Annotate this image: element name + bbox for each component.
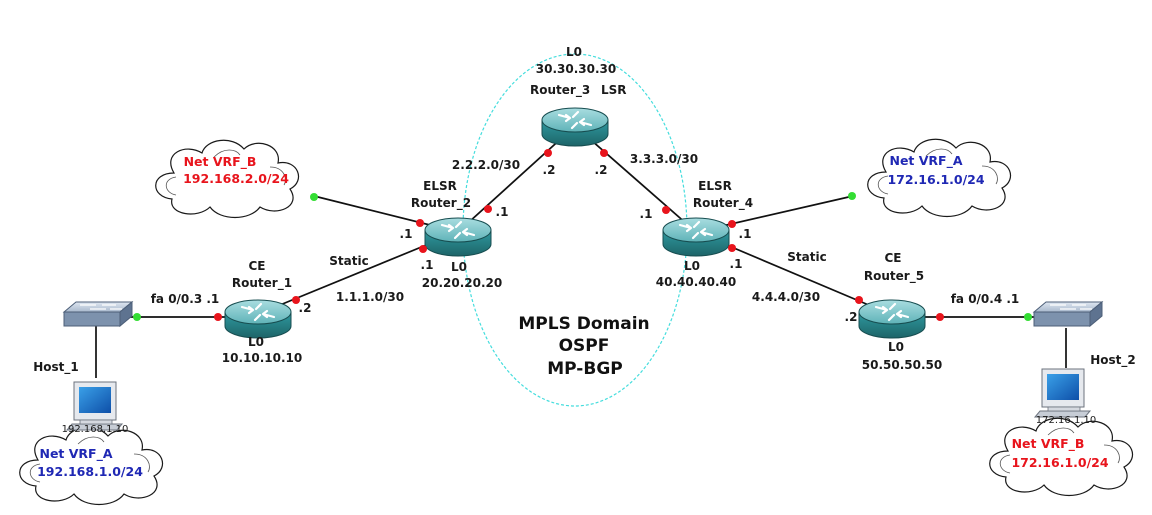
port-r5-sw2-sw[interactable] <box>1024 313 1032 321</box>
link-r4-r5-end-r4: .1 <box>730 257 743 271</box>
link-r2-r3-end-r3: .2 <box>543 163 556 177</box>
router-2-loopback-ip: 20.20.20.20 <box>422 276 502 290</box>
cloud-r4: Net VRF_A 172.16.1.0/24 <box>867 138 1012 218</box>
router-1-name: Router_1 <box>232 276 292 291</box>
router-4-name: Router_4 <box>693 196 753 211</box>
cloud-host1: Net VRF_A 192.168.1.0/24 <box>19 426 164 506</box>
port-r4-r5-r4[interactable] <box>728 244 736 252</box>
port-r2-r3-r3[interactable] <box>544 149 552 157</box>
router-4-role: ELSR <box>698 179 732 193</box>
port-r1-r2-r2[interactable] <box>419 245 427 253</box>
router-1-role: CE <box>248 259 265 273</box>
port-r2-cloud-r2[interactable] <box>416 219 424 227</box>
link-sw1-r1-interface: fa 0/0.3 .1 <box>151 292 220 306</box>
switch-2[interactable] <box>1033 301 1103 327</box>
link-r1-r2-end-r1: .2 <box>299 301 312 315</box>
host-1-computer[interactable] <box>66 381 123 431</box>
router-2[interactable] <box>423 216 493 258</box>
cloud-r4-subnet: 172.16.1.0/24 <box>887 172 984 187</box>
cloud-r2-label: Net VRF_B <box>184 154 257 170</box>
router-5-role: CE <box>884 251 901 265</box>
link-r1-r2-end-r2: .1 <box>421 258 434 272</box>
link-r5-sw2-interface: fa 0/0.4 .1 <box>951 292 1020 306</box>
link-r4-r5-routing: Static <box>787 250 826 264</box>
cloud-host1-label: Net VRF_A <box>39 446 112 462</box>
switch-1[interactable] <box>63 301 133 327</box>
link-r4-r5-subnet: 4.4.4.0/30 <box>752 290 820 304</box>
host-2-ip: 172.16.1.10 <box>1036 415 1096 426</box>
router-1-loopback-label: L0 <box>248 335 264 349</box>
port-r4-cloud-r4[interactable] <box>728 220 736 228</box>
link-r3-r4-subnet: 3.3.3.0/30 <box>630 152 698 166</box>
link-r2-r3-end-r2: .1 <box>496 205 509 219</box>
router-5[interactable] <box>857 298 927 340</box>
port-dots <box>133 149 1032 321</box>
host-1-name: Host_1 <box>33 360 79 375</box>
link-r3-r4-end-r4: .1 <box>640 207 653 221</box>
router-1[interactable] <box>223 298 293 340</box>
router-4-loopback-ip: 40.40.40.40 <box>656 275 736 289</box>
router-3[interactable] <box>540 106 610 148</box>
cloud-host2-label: Net VRF_B <box>1012 436 1085 452</box>
port-r4-cloud-cloud[interactable] <box>848 192 856 200</box>
link-r4-r5-end-r5: .2 <box>845 310 858 324</box>
router-1-loopback-ip: 10.10.10.10 <box>222 351 302 365</box>
port-r4-r5-r5[interactable] <box>855 296 863 304</box>
router-3-loopback-label: L0 <box>566 45 582 59</box>
port-r5-sw2-r5[interactable] <box>936 313 944 321</box>
router-5-name: Router_5 <box>864 269 924 284</box>
router-5-loopback-ip: 50.50.50.50 <box>862 358 942 372</box>
port-r2-cloud-cloud[interactable] <box>310 193 318 201</box>
router-3-loopback-ip: 30.30.30.30 <box>536 62 616 76</box>
link-r2-r3-subnet: 2.2.2.0/30 <box>452 158 520 172</box>
cloud-host2: Net VRF_B 172.16.1.0/24 <box>989 417 1134 497</box>
link-r1-r2-subnet: 1.1.1.0/30 <box>336 290 404 304</box>
router-2-name: Router_2 <box>411 196 471 211</box>
mpls-domain-protocol-1: OSPF <box>559 336 610 356</box>
cloud-host2-subnet: 172.16.1.0/24 <box>1011 455 1108 470</box>
cloud-r2: Net VRF_B 192.168.2.0/24 <box>155 139 300 219</box>
router-3-role: LSR <box>601 83 627 97</box>
link-r2-cloud-end-r2: .1 <box>400 227 413 241</box>
router-5-loopback-label: L0 <box>888 340 904 354</box>
host-2-name: Host_2 <box>1090 353 1136 368</box>
link-r4-cloud-end-r4: .1 <box>739 227 752 241</box>
host-2-computer[interactable] <box>1034 368 1091 418</box>
port-sw1-r1-r1[interactable] <box>214 313 222 321</box>
mpls-domain-protocol-2: MP-BGP <box>547 359 623 379</box>
router-4[interactable] <box>661 216 731 258</box>
port-r3-r4-r4[interactable] <box>662 206 670 214</box>
cloud-r2-subnet: 192.168.2.0/24 <box>183 171 289 186</box>
router-2-loopback-label: L0 <box>451 260 467 274</box>
router-2-role: ELSR <box>423 179 457 193</box>
mpls-domain-title: MPLS Domain <box>518 314 649 334</box>
cloud-r4-label: Net VRF_A <box>889 153 962 169</box>
port-r3-r4-r3[interactable] <box>600 149 608 157</box>
link-r3-r4-end-r3: .2 <box>595 163 608 177</box>
port-r2-r3-r2[interactable] <box>484 205 492 213</box>
link-r1-r2-routing: Static <box>329 254 368 268</box>
router-4-loopback-label: L0 <box>684 259 700 273</box>
host-1-ip: 192.168.1.10 <box>62 424 129 435</box>
router-3-name: Router_3 <box>530 83 590 98</box>
port-r1-r2-r1[interactable] <box>292 296 300 304</box>
cloud-host1-subnet: 192.168.1.0/24 <box>37 464 143 479</box>
port-sw1-r1-sw[interactable] <box>133 313 141 321</box>
